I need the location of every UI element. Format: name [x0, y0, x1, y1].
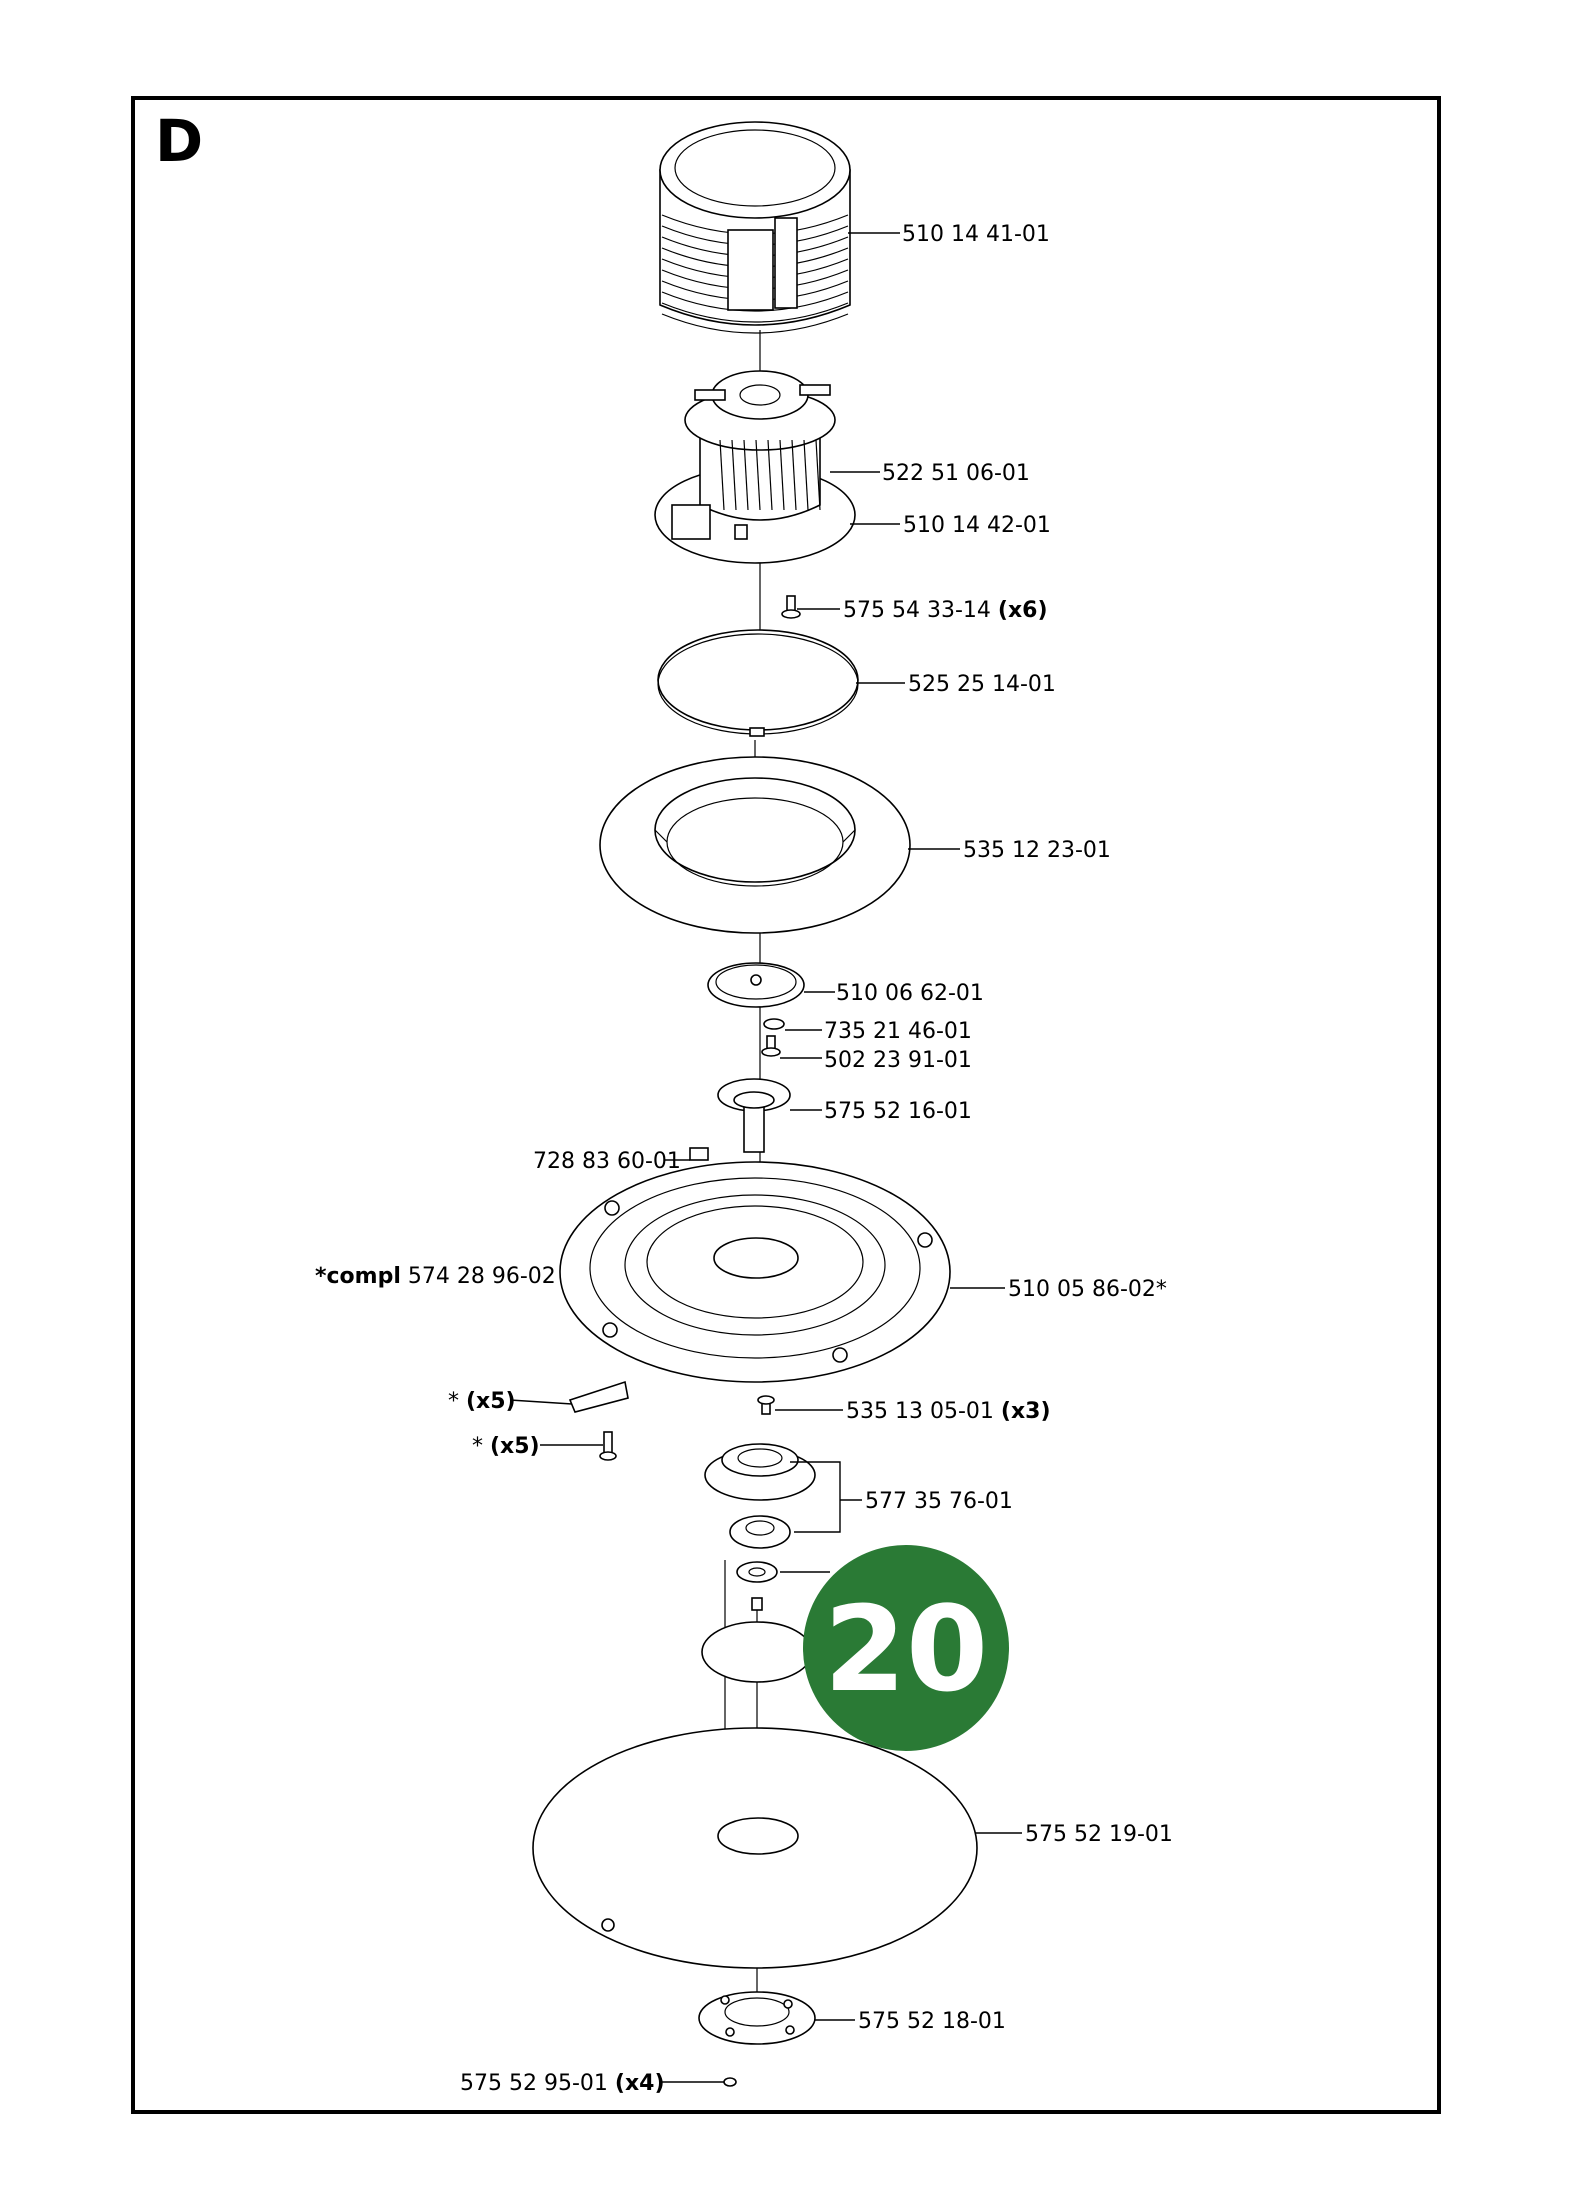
section-letter: D	[155, 107, 204, 175]
label-510-14-41-01: 510 14 41-01	[902, 222, 1050, 247]
label-575-52-95-01: 575 52 95-01 (x4)	[460, 2071, 665, 2096]
part-motor-assembly	[654, 370, 856, 564]
label-728-83-60-01: 728 83 60-01	[533, 1149, 681, 1174]
motor-fin	[719, 439, 725, 511]
label-522-51-06-01: 522 51 06-01	[882, 461, 1030, 486]
part-set-screw	[689, 1147, 709, 1161]
part-screw-575-54-33-14	[781, 595, 801, 619]
label-574-28-96-02: *compl 574 28 96-02	[315, 1264, 556, 1289]
motor-fin	[731, 439, 737, 511]
label-525-25-14-01: 525 25 14-01	[908, 672, 1056, 697]
housing-ridge	[661, 313, 849, 334]
part-flange-ring	[599, 756, 911, 934]
label-535-13-05-01: 535 13 05-01 (x3)	[846, 1399, 1051, 1424]
page-number-badge: 20	[803, 1545, 1009, 1751]
label-575-54-33-14: 575 54 33-14 (x6)	[843, 598, 1048, 623]
label-575-52-18-01: 575 52 18-01	[858, 2009, 1006, 2034]
label-502-23-91-01: 502 23 91-01	[824, 1048, 972, 1073]
label-535-12-23-01: 535 12 23-01	[963, 838, 1111, 863]
part-screw-575-52-95-01	[723, 2077, 737, 2087]
part-bottom-hub	[698, 1991, 816, 2045]
part-bearing-assembly	[704, 1443, 816, 1611]
badge-circle	[803, 1545, 1009, 1751]
label-blade-x5: * (x5)	[448, 1389, 516, 1414]
motor-fin	[779, 439, 785, 511]
housing-ridge	[661, 302, 849, 323]
motor-fin	[767, 439, 773, 511]
label-575-52-16-01: 575 52 16-01	[824, 1099, 972, 1124]
motor-fin	[743, 439, 749, 511]
leader-lines	[509, 232, 1022, 2083]
housing-ridge	[661, 291, 849, 312]
part-washer-735-21-46-01	[763, 1018, 785, 1030]
label-575-52-19-01: 575 52 19-01	[1025, 1822, 1173, 1847]
part-housing-cylinder	[659, 121, 851, 334]
part-screw-502-23-91-01	[761, 1035, 781, 1057]
label-510-05-86-02: 510 05 86-02*	[1008, 1277, 1167, 1302]
part-seal-disc	[657, 629, 859, 737]
label-577-35-76-01: 577 35 76-01	[865, 1489, 1013, 1514]
diagram-frame	[131, 96, 1441, 2114]
part-screw-535-13-05-01	[757, 1395, 775, 1415]
motor-fin	[791, 439, 797, 511]
label-735-21-46-01: 735 21 46-01	[824, 1019, 972, 1044]
motor-fin	[803, 439, 809, 511]
part-hub	[717, 1078, 791, 1153]
badge-number: 20	[824, 1580, 988, 1718]
label-510-14-42-01: 510 14 42-01	[903, 513, 1051, 538]
part-blade	[568, 1380, 629, 1413]
label-blade-screw-x5: * (x5)	[472, 1434, 540, 1459]
label-510-06-62-01: 510 06 62-01	[836, 981, 984, 1006]
part-blade-screw	[599, 1431, 617, 1461]
part-cover-disc	[701, 1621, 813, 1683]
part-cutting-disc	[559, 1161, 951, 1383]
motor-fin	[755, 439, 761, 511]
part-skid-plate	[532, 1727, 978, 1969]
motor-fin	[815, 439, 821, 511]
part-hub-plate	[707, 962, 805, 1008]
